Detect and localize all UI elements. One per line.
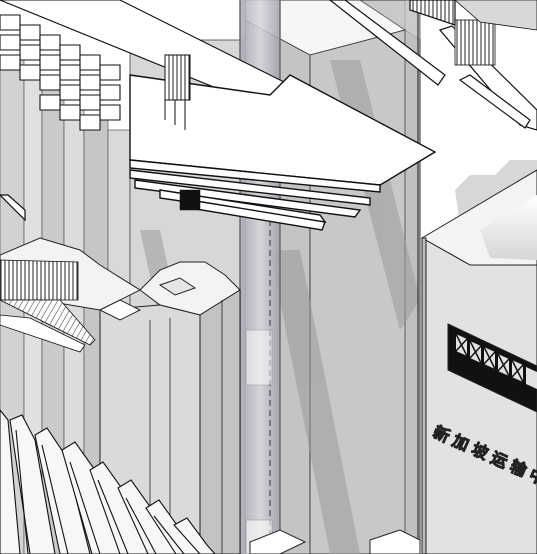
diagonal-rails xyxy=(329,0,537,131)
stepped-slab-stack xyxy=(0,0,302,131)
sawtooth-canopy xyxy=(0,409,216,554)
hatched-ledges xyxy=(0,194,96,353)
cantilever-slabs xyxy=(129,54,437,231)
truss-frame xyxy=(447,323,537,413)
transport-hub-building: 新加坡运输中心 xyxy=(420,169,537,554)
ground-fragments xyxy=(249,529,421,554)
